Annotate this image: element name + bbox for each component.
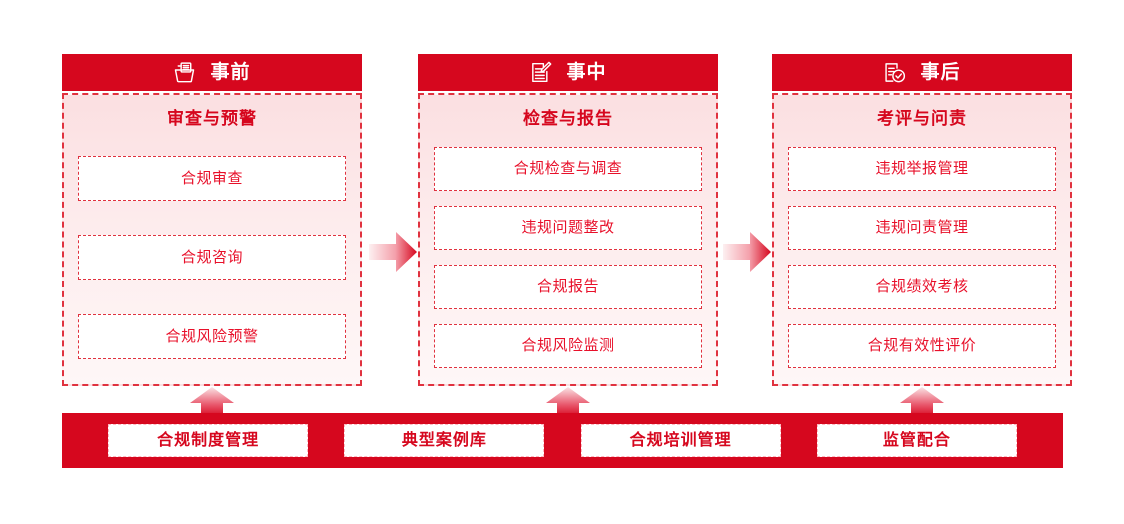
stage-2-item[interactable]: 合规报告: [434, 265, 702, 310]
stage-3-title: 事后: [920, 62, 961, 83]
stage-3-item[interactable]: 违规问责管理: [788, 205, 1056, 250]
stage-1-body: 审查与预警 合规审查 合规咨询 合规风险预警: [62, 93, 362, 386]
stage-2-item-list: 合规检查与调查 违规问题整改 合规报告 合规风险监测: [434, 139, 702, 384]
stage-3-subtitle: 考评与问责: [877, 109, 967, 128]
stage-1-item[interactable]: 合规审查: [78, 156, 346, 201]
stage-2-subtitle: 检查与报告: [523, 109, 613, 128]
stage-1-item-list: 合规审查 合规咨询 合规风险预警: [78, 139, 346, 384]
stage-1-item[interactable]: 合规咨询: [78, 235, 346, 280]
document-pencil-icon: [529, 61, 552, 84]
stage-3-body: 考评与问责 违规举报管理 违规问责管理 合规绩效考核 合规有效性评价: [772, 93, 1072, 386]
foundation-item[interactable]: 合规培训管理: [580, 424, 781, 457]
foundation-item[interactable]: 典型案例库: [344, 424, 545, 457]
stage-2-body: 检查与报告 合规检查与调查 违规问题整改 合规报告 合规风险监测: [418, 93, 718, 386]
stage-2-item[interactable]: 合规检查与调查: [434, 146, 702, 191]
stage-2-header: 事中: [418, 54, 718, 91]
foundation-item[interactable]: 合规制度管理: [108, 424, 309, 457]
arrow-stage1-to-stage2-icon: [368, 229, 418, 275]
arrow-foundation-to-stage1-icon: [189, 386, 235, 418]
stage-3-item[interactable]: 违规举报管理: [788, 146, 1056, 191]
stage-column-3: 事后 考评与问责 违规举报管理 违规问责管理 合规绩效考核 合规有效性评价: [772, 54, 1072, 386]
stage-column-1: 事前 审查与预警 合规审查 合规咨询 合规风险预警: [62, 54, 362, 386]
foundation-item[interactable]: 监管配合: [816, 424, 1017, 457]
stage-1-subtitle: 审查与预警: [167, 109, 257, 128]
stage-2-title: 事中: [566, 62, 607, 83]
arrow-stage2-to-stage3-icon: [722, 229, 772, 275]
stage-3-item[interactable]: 合规绩效考核: [788, 265, 1056, 310]
stage-1-header: 事前: [62, 54, 362, 91]
stage-2-item[interactable]: 违规问题整改: [434, 205, 702, 250]
stage-column-2: 事中 检查与报告 合规检查与调查 违规问题整改 合规报告 合规风险监测: [418, 54, 718, 386]
stage-3-item-list: 违规举报管理 违规问责管理 合规绩效考核 合规有效性评价: [788, 139, 1056, 384]
foundation-bar: 合规制度管理 典型案例库 合规培训管理 监管配合: [62, 413, 1063, 468]
stage-2-item[interactable]: 合规风险监测: [434, 324, 702, 369]
document-check-icon: [883, 61, 906, 84]
stage-1-item[interactable]: 合规风险预警: [78, 314, 346, 359]
arrow-foundation-to-stage2-icon: [545, 386, 591, 418]
arrow-foundation-to-stage3-icon: [899, 386, 945, 418]
stage-3-item[interactable]: 合规有效性评价: [788, 324, 1056, 369]
stage-1-title: 事前: [210, 62, 251, 83]
folder-document-icon: [173, 61, 196, 84]
stage-3-header: 事后: [772, 54, 1072, 91]
